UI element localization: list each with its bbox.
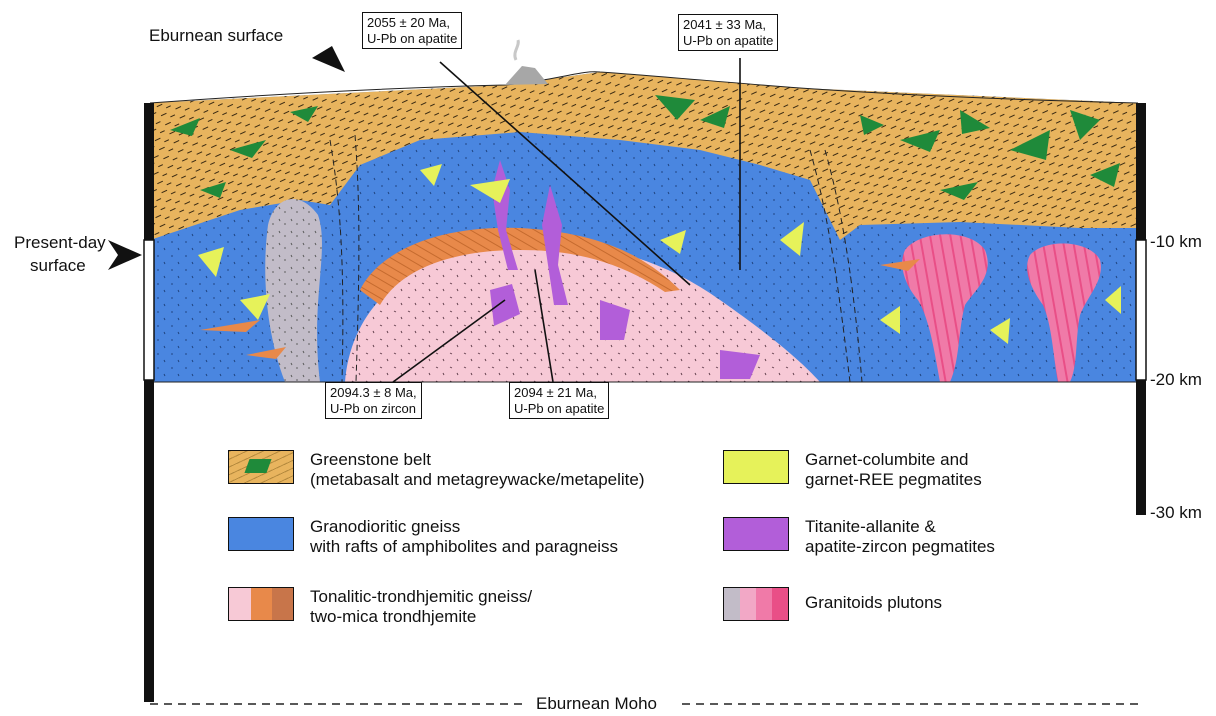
volcano-plume: [515, 40, 518, 60]
section-body: [150, 60, 1140, 390]
legend-greenstone-line1: Greenstone belt: [310, 450, 645, 470]
age-box-2041: 2041 ± 33 Ma, U-Pb on apatite: [678, 14, 778, 51]
legend-greenstone-line2: (metabasalt and metagreywacke/metapelite…: [310, 470, 645, 490]
legend-granodioritic-line2: with rafts of amphibolites and paragneis…: [310, 537, 618, 557]
legend-swatch-greenstone: [228, 450, 294, 484]
eburnean-surface-arrow: [312, 46, 345, 72]
age-box-2094: 2094 ± 21 Ma, U-Pb on apatite: [509, 382, 609, 419]
depth-label-10: -10 km: [1150, 232, 1202, 252]
age-box-2094-method: U-Pb on apatite: [514, 401, 604, 417]
volcano-shape: [505, 66, 548, 85]
present-day-surface-arrow: [108, 240, 142, 270]
legend-granitoids-line1: Granitoids plutons: [805, 593, 942, 613]
age-box-2055: 2055 ± 20 Ma, U-Pb on apatite: [362, 12, 462, 49]
depth-label-30: -30 km: [1150, 503, 1202, 523]
legend-item-granitoids: Granitoids plutons: [723, 587, 942, 621]
legend-garnet-line2: garnet-REE pegmatites: [805, 470, 982, 490]
age-box-2094-3-method: U-Pb on zircon: [330, 401, 417, 417]
legend-swatch-tonalitic: [228, 587, 294, 621]
legend-item-greenstone: Greenstone belt(metabasalt and metagreyw…: [228, 450, 645, 491]
legend-titanite-line2: apatite-zircon pegmatites: [805, 537, 995, 557]
age-box-2041-method: U-Pb on apatite: [683, 33, 773, 49]
present-day-surface-label-line1: Present-day: [14, 233, 106, 253]
legend-item-tonalitic: Tonalitic-trondhjemitic gneiss/two-mica …: [228, 587, 532, 628]
age-box-2094-3: 2094.3 ± 8 Ma, U-Pb on zircon: [325, 382, 422, 419]
right-scale-bar: [1136, 103, 1146, 515]
legend-swatch-granodioritic: [228, 517, 294, 551]
legend-tonalitic-line1: Tonalitic-trondhjemitic gneiss/: [310, 587, 532, 607]
legend-swatch-garnet: [723, 450, 789, 484]
age-box-2055-value: 2055 ± 20 Ma,: [367, 15, 457, 31]
legend-tonalitic-line2: two-mica trondhjemite: [310, 607, 532, 627]
legend-item-titanite: Titanite-allanite &apatite-zircon pegmat…: [723, 517, 995, 558]
legend-granodioritic-line1: Granodioritic gneiss: [310, 517, 618, 537]
age-box-2094-3-value: 2094.3 ± 8 Ma,: [330, 385, 417, 401]
depth-label-20: -20 km: [1150, 370, 1202, 390]
legend-garnet-line1: Garnet-columbite and: [805, 450, 982, 470]
eburnean-surface-label: Eburnean surface: [149, 26, 283, 46]
age-box-2055-method: U-Pb on apatite: [367, 31, 457, 47]
age-box-2094-value: 2094 ± 21 Ma,: [514, 385, 604, 401]
left-scale-bar: [144, 103, 154, 702]
present-day-surface-label-line2: surface: [30, 256, 86, 276]
age-box-2041-value: 2041 ± 33 Ma,: [683, 17, 773, 33]
legend-titanite-line1: Titanite-allanite &: [805, 517, 995, 537]
legend-swatch-granitoids: [723, 587, 789, 621]
legend-swatch-titanite: [723, 517, 789, 551]
